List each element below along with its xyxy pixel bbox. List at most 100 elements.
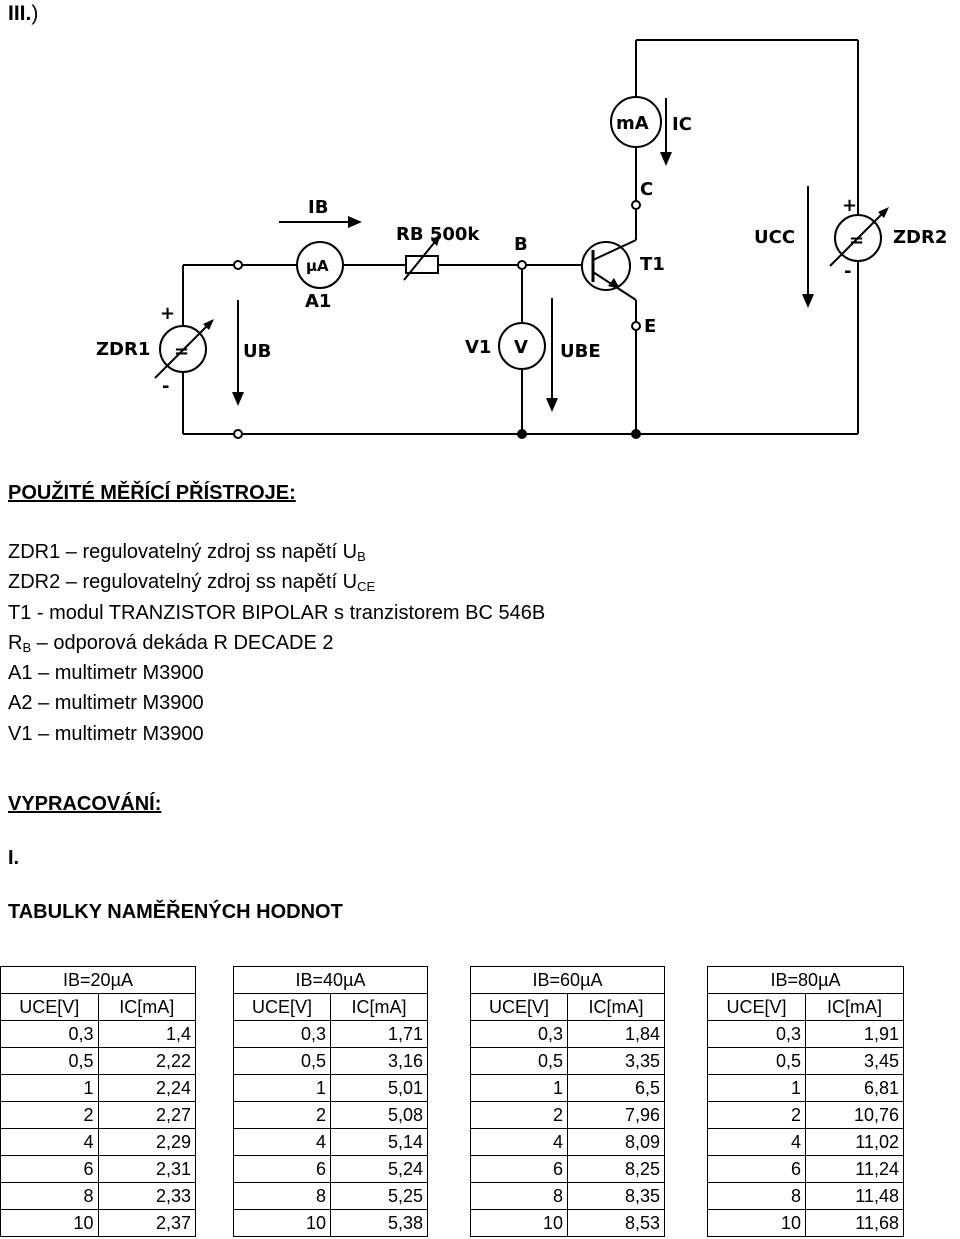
instrument-line: T1 - modul TRANZISTOR BIPOLAR s tranzist… xyxy=(8,601,546,624)
ma-meter-label: mA xyxy=(616,113,649,134)
microammeter-icon xyxy=(296,241,344,289)
instrument-line: ZDR2 – regulovatelný zdroj ss napětí UCE xyxy=(8,571,376,595)
ic-cell: 5,25 xyxy=(330,1182,428,1210)
ib-label: IB xyxy=(308,197,328,218)
ic-cell: 2,29 xyxy=(97,1128,196,1156)
uce-cell: 2 xyxy=(0,1101,99,1129)
ic-cell: 2,33 xyxy=(97,1182,196,1210)
ib-header: IB=20µA xyxy=(0,966,196,994)
uce-cell: 0,5 xyxy=(470,1047,568,1075)
section-number: III. xyxy=(8,2,32,25)
work-title: VYPRACOVÁNÍ: xyxy=(8,793,162,815)
ib-header: IB=40µA xyxy=(233,966,428,994)
ic-cell: 2,22 xyxy=(97,1047,196,1075)
uce-cell: 6 xyxy=(707,1155,806,1183)
ic-cell: 1,71 xyxy=(330,1020,428,1048)
instrument-line: RB – odporová dekáda R DECADE 2 xyxy=(8,631,334,655)
zdr1-plus: + xyxy=(160,303,175,324)
uce-cell: 2 xyxy=(707,1101,806,1129)
ic-cell: 5,08 xyxy=(330,1101,428,1129)
ic-header: IC[mA] xyxy=(567,993,665,1021)
ic-cell: 6,81 xyxy=(805,1074,904,1102)
uce-cell: 0,3 xyxy=(470,1020,568,1048)
ic-cell: 11,68 xyxy=(805,1209,904,1237)
uce-cell: 4 xyxy=(707,1128,806,1156)
zdr1-label: ZDR1 xyxy=(96,339,150,360)
uce-cell: 10 xyxy=(707,1209,806,1237)
uce-cell: 2 xyxy=(233,1101,331,1129)
uce-header: UCE[V] xyxy=(707,993,806,1021)
uce-cell: 4 xyxy=(233,1128,331,1156)
ic-cell: 8,25 xyxy=(567,1155,665,1183)
uce-header: UCE[V] xyxy=(233,993,331,1021)
ic-cell: 2,27 xyxy=(97,1101,196,1129)
uce-cell: 1 xyxy=(233,1074,331,1102)
instruments-list: ZDR1 – regulovatelný zdroj ss napětí UB … xyxy=(8,538,545,750)
uce-header: UCE[V] xyxy=(470,993,568,1021)
v-meter-label: V xyxy=(514,337,528,358)
uce-cell: 10 xyxy=(233,1209,331,1237)
junction-dots xyxy=(517,429,641,439)
uce-cell: 0,3 xyxy=(707,1020,806,1048)
uce-cell: 6 xyxy=(0,1155,99,1183)
v1-label: V1 xyxy=(465,337,491,358)
ic-cell: 5,24 xyxy=(330,1155,428,1183)
uce-header: UCE[V] xyxy=(0,993,99,1021)
uce-cell: 8 xyxy=(470,1182,568,1210)
uce-cell: 0,3 xyxy=(0,1020,99,1048)
ic-header: IC[mA] xyxy=(330,993,428,1021)
uce-cell: 10 xyxy=(470,1209,568,1237)
uce-cell: 0,3 xyxy=(233,1020,331,1048)
uce-cell: 0,5 xyxy=(0,1047,99,1075)
ic-cell: 5,38 xyxy=(330,1209,428,1237)
transistor-icon xyxy=(581,241,631,291)
ub-label: UB xyxy=(243,341,271,362)
zdr2-minus: - xyxy=(844,261,851,282)
ube-label: UBE xyxy=(560,341,601,362)
uce-cell: 1 xyxy=(470,1074,568,1102)
uce-cell: 8 xyxy=(0,1182,99,1210)
uce-cell: 8 xyxy=(707,1182,806,1210)
ic-cell: 3,35 xyxy=(567,1047,665,1075)
uce-cell: 8 xyxy=(233,1182,331,1210)
instruments-title: POUŽITÉ MĚŘÍCÍ PŘÍSTROJE: xyxy=(8,482,296,504)
a1-label: A1 xyxy=(305,291,331,312)
tables-title: TABULKY NAMĚŘENÝCH HODNOT xyxy=(8,901,343,923)
ic-cell: 7,96 xyxy=(567,1101,665,1129)
instrument-line: A2 – multimetr M3900 xyxy=(8,692,204,715)
ic-cell: 2,24 xyxy=(97,1074,196,1102)
ic-cell: 8,35 xyxy=(567,1182,665,1210)
zdr2-plus: + xyxy=(842,195,857,216)
ic-cell: 1,4 xyxy=(97,1020,196,1048)
ic-cell: 11,24 xyxy=(805,1155,904,1183)
